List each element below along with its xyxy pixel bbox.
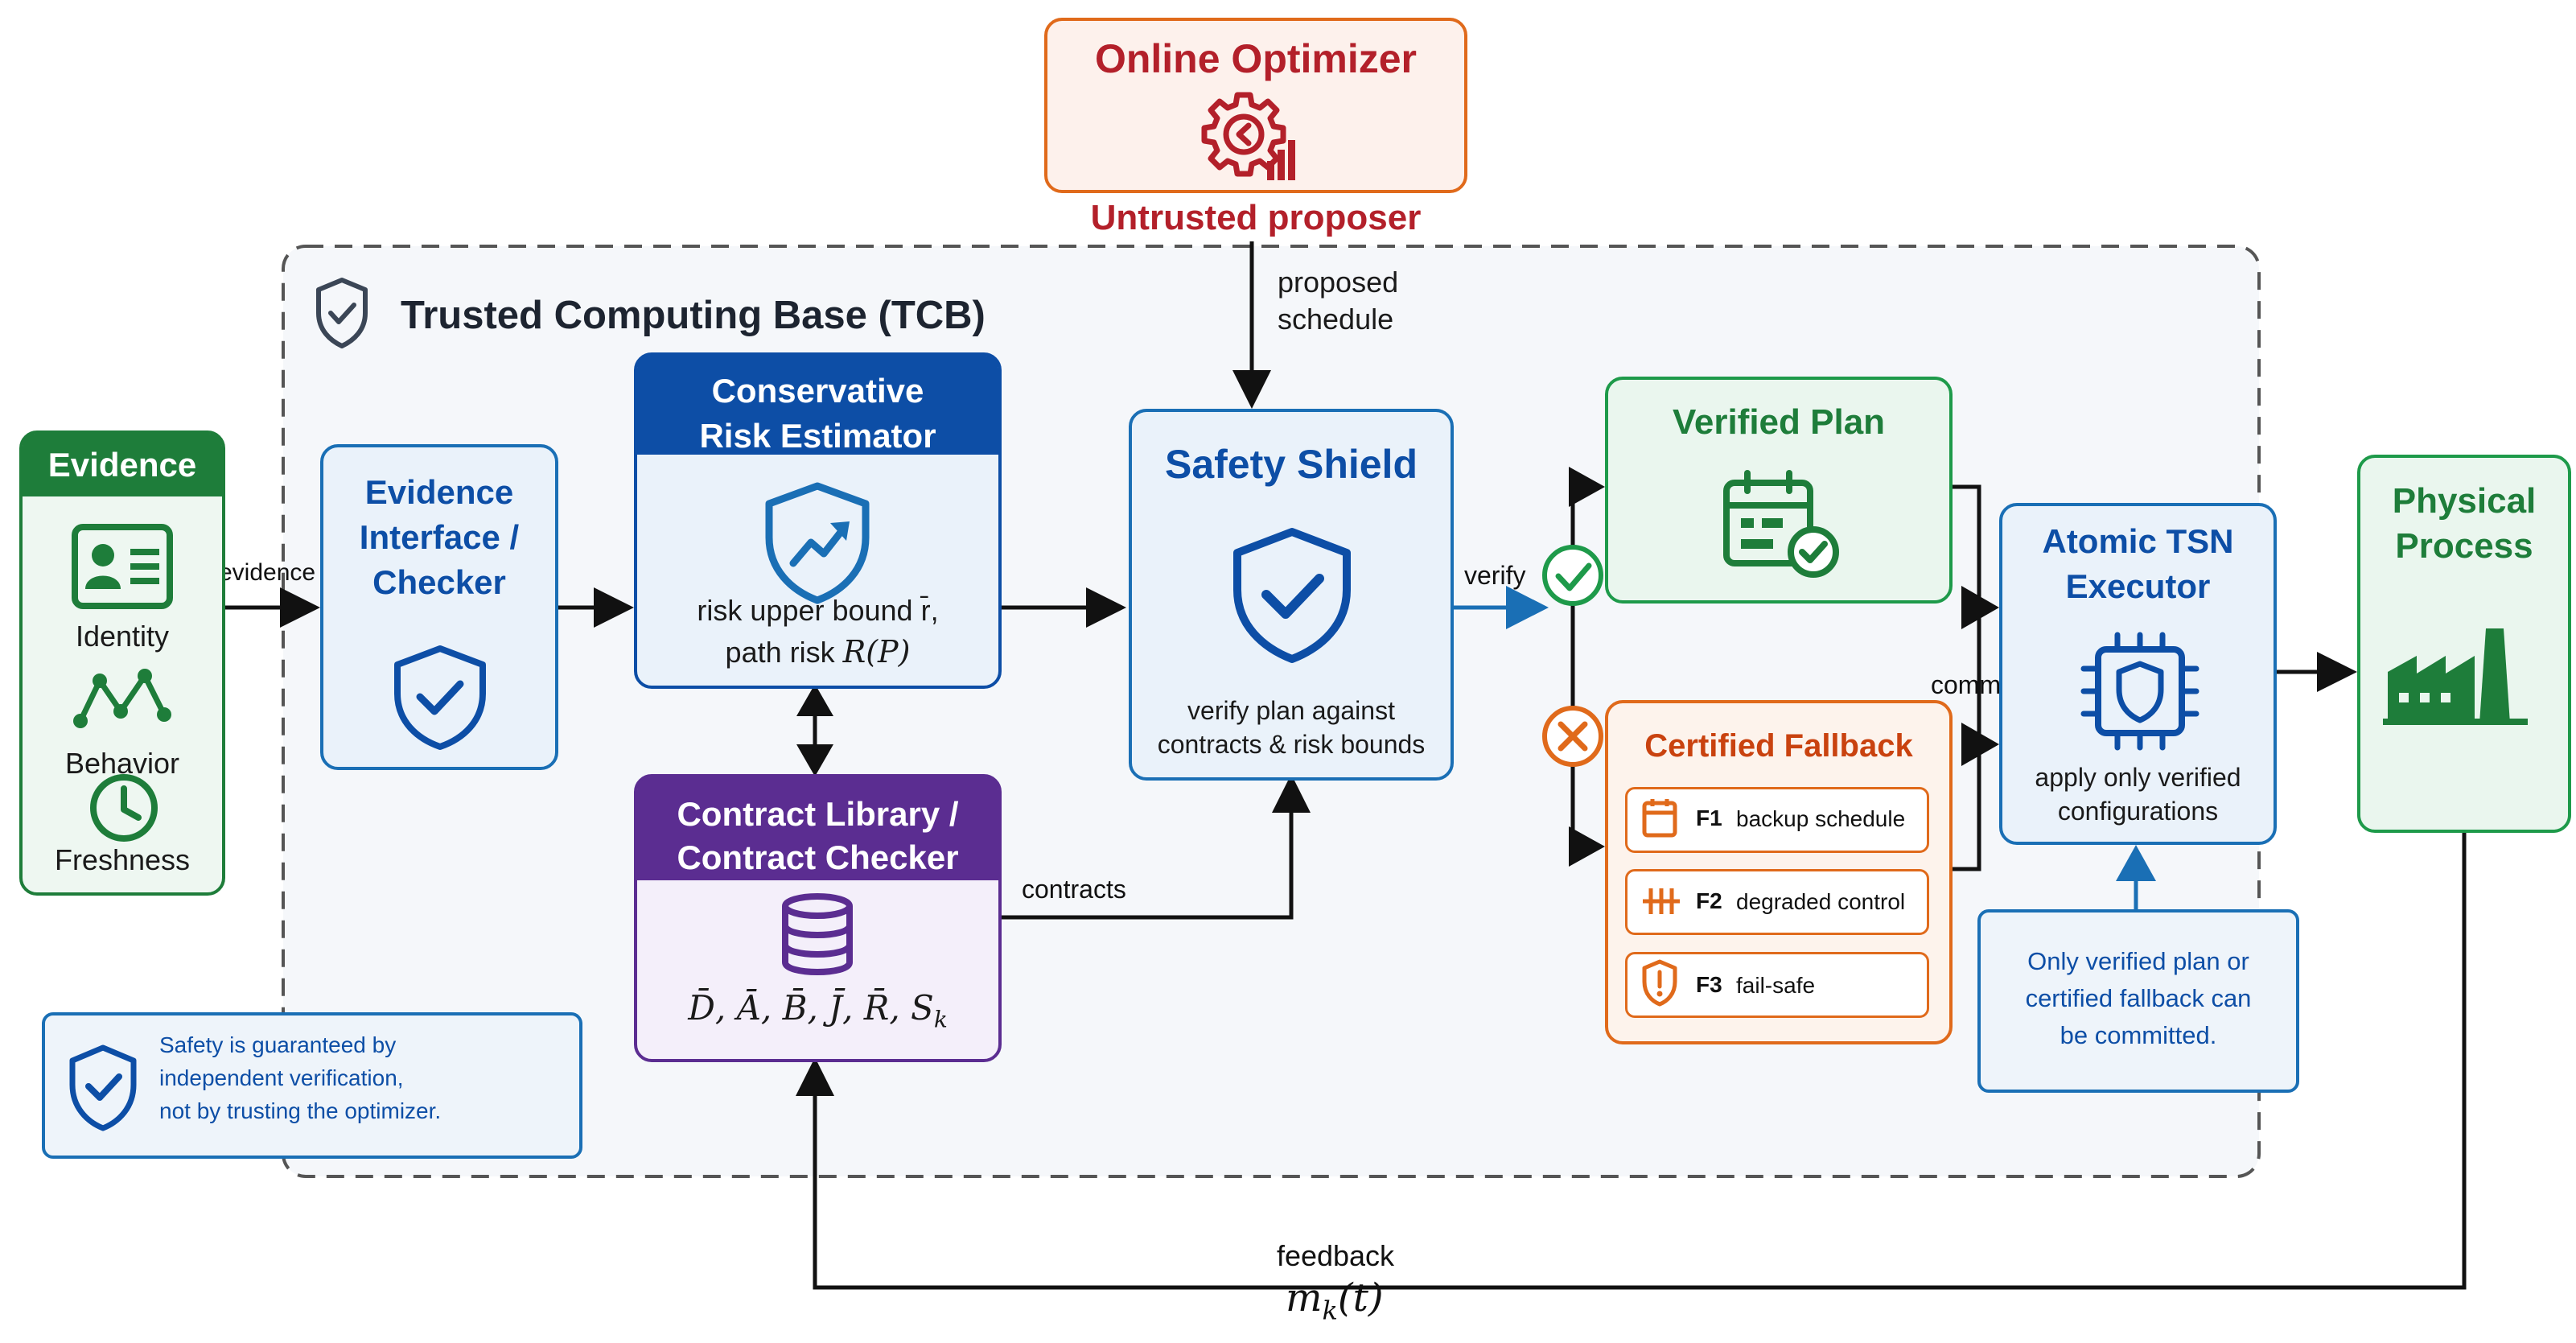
executor-desc: apply only verified configurations — [2035, 763, 2241, 826]
optimizer-title: Online Optimizer — [1094, 36, 1418, 81]
fallback-f2-label: degraded control — [1736, 889, 1906, 914]
chip-shield-icon — [2080, 632, 2199, 751]
contract-symbols: D̄, Ā, B̄, J̄, R̄, Sk — [688, 988, 948, 1033]
safety-shield-icon — [1233, 528, 1351, 663]
fallback-f1-code: F1 — [1696, 805, 1722, 830]
calendar-check-icon — [1723, 470, 1839, 578]
fallback-title: Certified Fallback — [1644, 728, 1913, 764]
fail-safe-shield-icon — [1642, 959, 1677, 1007]
evidence-title: Evidence — [23, 434, 222, 496]
verify-edge-label: verify — [1464, 561, 1526, 590]
executor-title: Atomic TSN Executor — [2042, 522, 2234, 605]
risk-line1: risk upper bound r̄, — [697, 594, 939, 627]
tcb-title: Trusted Computing Base (TCB) — [401, 294, 986, 337]
factory-icon — [2383, 628, 2528, 725]
freshness-clock-icon — [90, 774, 158, 842]
evidence-checker-box — [320, 444, 558, 770]
safety-note-text: Safety is guaranteed by independent veri… — [159, 1032, 442, 1123]
fallback-f2-code: F2 — [1696, 888, 1722, 913]
risk-estimator-box — [634, 352, 1002, 689]
behavior-graph-icon — [73, 669, 171, 728]
edge-contracts — [1000, 809, 1294, 920]
contract-library-title: Contract Library / Contract Checker — [677, 795, 959, 876]
gear-chart-icon — [1201, 92, 1295, 180]
physical-process-title: Physical Process — [2392, 481, 2537, 566]
risk-line2: path risk R(P) — [725, 634, 911, 669]
fallback-f1-label: backup schedule — [1736, 806, 1906, 831]
identity-card-icon — [72, 524, 173, 609]
schedule-icon — [1642, 799, 1677, 838]
fallback-f3-label: fail-safe — [1736, 973, 1816, 998]
check-marker — [1542, 545, 1603, 606]
safety-shield-title: Safety Shield — [1165, 442, 1418, 487]
degraded-control-icon — [1643, 888, 1680, 914]
optimizer-subtitle: Untrusted proposer — [1090, 198, 1422, 237]
feedback-edge-label: feedback — [1276, 1239, 1395, 1272]
evidence-checker-title: Evidence Interface / Checker — [359, 473, 520, 601]
safety-shield-desc: verify plan against contracts & risk bou… — [1157, 696, 1426, 759]
commit-note-box — [1977, 909, 2299, 1093]
executor-box — [1999, 503, 2277, 845]
safety-shield-box — [1129, 409, 1454, 781]
risk-estimator-title: Conservative Risk Estimator — [699, 372, 936, 455]
contracts-edge-label: contracts — [1022, 875, 1126, 904]
shield-trend-icon — [765, 482, 870, 604]
tcb-shield-icon — [316, 278, 368, 348]
physical-process-box — [2357, 455, 2571, 833]
proposed-schedule-label: proposed schedule — [1278, 266, 1399, 336]
evidence-edge-label: evidence — [219, 559, 316, 586]
database-icon — [782, 893, 853, 975]
evidence-item-freshness: Freshness — [54, 843, 191, 876]
commit-note-text: Only verified plan or certified fallback… — [2025, 947, 2252, 1049]
checker-shield-icon — [394, 645, 486, 750]
edge-feedback — [813, 833, 2467, 1290]
evidence-box: Evidence — [19, 431, 225, 896]
verified-plan-title: Verified Plan — [1672, 402, 1886, 442]
evidence-item-identity: Identity — [75, 620, 170, 653]
note-shield-icon — [69, 1044, 137, 1131]
feedback-math: mk(t) — [1286, 1275, 1384, 1326]
fallback-f3-code: F3 — [1696, 972, 1722, 997]
